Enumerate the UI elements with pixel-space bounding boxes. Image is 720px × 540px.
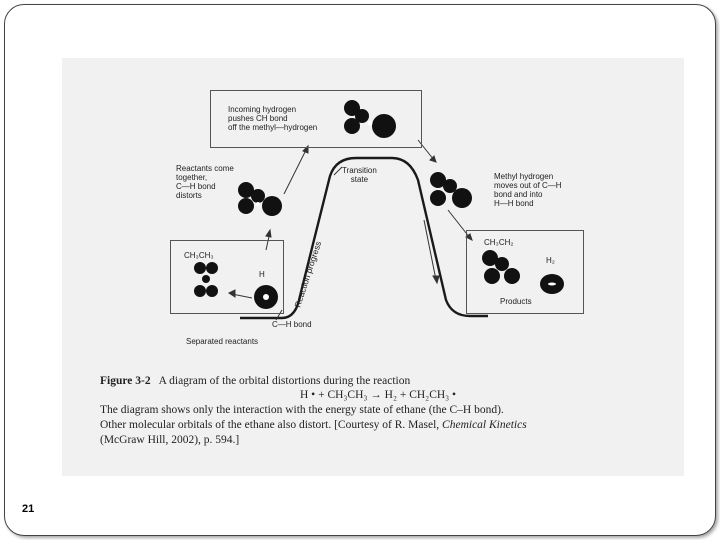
orbital-blobs — [194, 100, 564, 309]
right-note: Methyl hydrogen moves out of C—H bond an… — [494, 172, 562, 208]
caption-title-line: Figure 3-2 A diagram of the orbital dist… — [100, 374, 410, 389]
left-note: Reactants come together, C—H bond distor… — [176, 164, 234, 200]
reaction-progress-label: Reaction progress — [292, 240, 323, 309]
products-label: Products — [500, 297, 532, 306]
caption-book-title: Chemical Kinetics — [442, 419, 527, 431]
reactant-species-label: CH₃CH₃ — [184, 251, 214, 260]
caption-line-1: The diagram shows only the interaction w… — [100, 404, 504, 416]
energy-curve — [240, 156, 488, 320]
caption-line-2-text: Other molecular orbitals of the ethane a… — [100, 419, 443, 431]
h-atom-label: H — [259, 270, 265, 279]
reactants-box — [170, 240, 284, 314]
top-box-text: Incoming hydrogen pushes CH bond off the… — [228, 105, 318, 132]
figure-label: Figure 3-2 — [100, 375, 151, 387]
arrows — [228, 139, 473, 321]
product-species-label: CH₃CH₂ — [484, 238, 514, 247]
transition-state-label: Transition state — [342, 166, 377, 184]
separated-reactants-label: Separated reactants — [186, 337, 259, 346]
orbital-highlights — [256, 120, 556, 300]
caption-title: A diagram of the orbital distortions dur… — [158, 375, 411, 387]
h2-label: H₂ — [546, 256, 555, 265]
page-number: 21 — [22, 503, 35, 515]
caption-line-3: (McGraw Hill, 2002), p. 594.] — [100, 434, 240, 446]
caption-equation: H • + CH₃CH₃ → H₂ + CH₂CH₃ • — [300, 389, 457, 401]
top-explanation-box — [210, 90, 422, 148]
products-box — [466, 230, 584, 314]
caption-line-2: Other molecular orbitals of the ethane a… — [100, 418, 527, 433]
ch-bond-label: C—H bond — [272, 320, 312, 329]
